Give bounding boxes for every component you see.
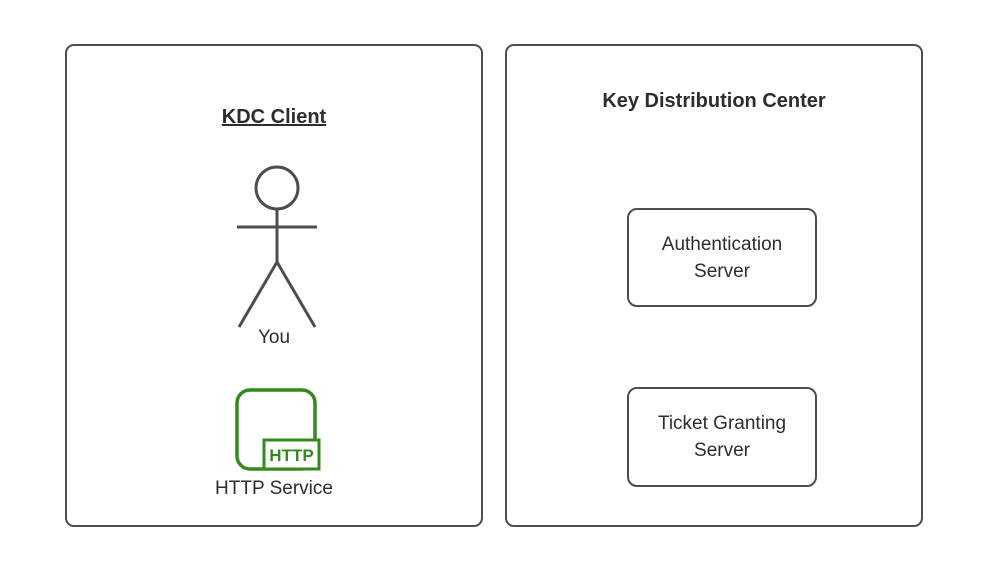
key-distribution-center-title-text: Key Distribution Center [602, 90, 826, 112]
http-service-label: HTTP Service [215, 478, 333, 499]
ticket-granting-server-node: Ticket Granting Server [627, 387, 817, 487]
actor-leg-right [275, 261, 317, 328]
actor-icon [237, 165, 317, 328]
actor-head [254, 165, 300, 211]
ticket-granting-server-label: Ticket Granting Server [657, 413, 787, 461]
key-distribution-center-title: Key Distribution Center [507, 88, 921, 115]
authentication-server-node: Authentication Server [627, 208, 817, 307]
authentication-server-label: Authentication Server [661, 233, 783, 282]
key-distribution-center-panel: Key Distribution Center Authentication S… [505, 44, 923, 527]
kdc-client-panel-title: KDC Client [221, 106, 327, 128]
http-badge-label: HTTP [269, 446, 313, 465]
actor-leg-left [237, 261, 279, 328]
http-service-icon: HTTP [235, 388, 321, 471]
kdc-client-panel: KDC Client You HTTP HTTP Service [65, 44, 483, 527]
http-badge [262, 438, 321, 471]
actor-label: You [257, 327, 291, 348]
